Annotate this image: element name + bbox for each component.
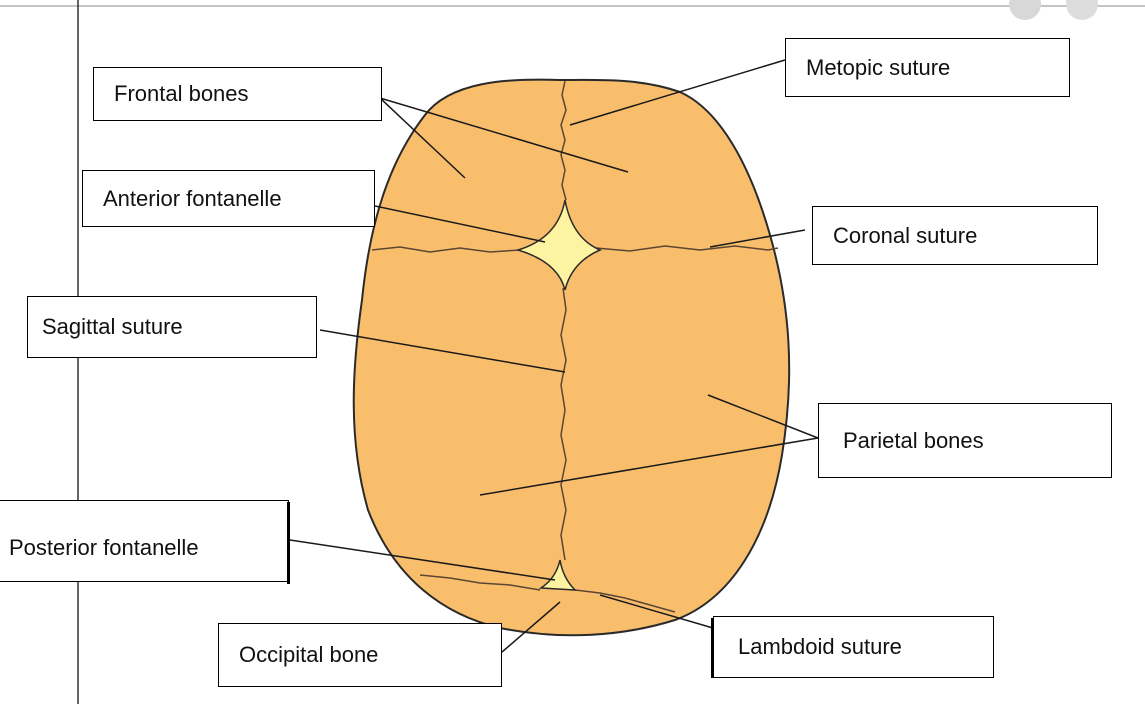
frontal-bones-label: Frontal bones [93,67,382,121]
coronal-suture-label: Coronal suture [812,206,1098,265]
anterior-fontanelle-text: Anterior fontanelle [103,186,282,212]
parietal-bones-text: Parietal bones [843,428,984,454]
anterior-fontanelle-label: Anterior fontanelle [82,170,375,227]
sagittal-suture-label: Sagittal suture [27,296,317,358]
top-right-mark-2 [1066,0,1098,20]
metopic-suture-label: Metopic suture [785,38,1070,97]
lambdoid-box-shadow [711,618,714,678]
posterior-box-shadow [287,502,290,584]
sagittal-suture-text: Sagittal suture [42,314,183,340]
lambdoid-suture-text: Lambdoid suture [738,634,902,660]
coronal-suture-text: Coronal suture [833,223,977,249]
skull-outline [354,80,789,636]
occipital-bone-label: Occipital bone [218,623,502,687]
frontal-bones-text: Frontal bones [114,81,249,107]
top-right-mark [1009,0,1041,20]
lambdoid-suture-label: Lambdoid suture [713,616,994,678]
posterior-fontanelle-text: Posterior fontanelle [9,535,199,561]
metopic-suture-text: Metopic suture [806,55,950,81]
posterior-fontanelle-label: Posterior fontanelle [0,500,289,582]
parietal-bones-label: Parietal bones [818,403,1112,478]
occipital-bone-text: Occipital bone [239,642,378,668]
